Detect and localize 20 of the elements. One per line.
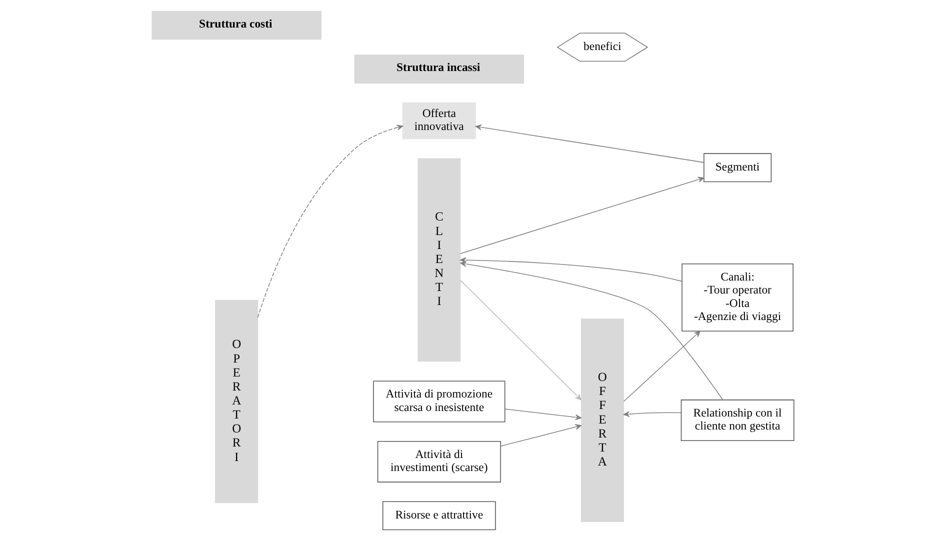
- node-box: Risorse e attrattive: [382, 501, 496, 530]
- node-box: Canali: -Tour operator -Olta -Agenzie di viaggi: [682, 263, 794, 332]
- arrow: [475, 124, 704, 163]
- node-box: Relationship con il cliente non gestita: [680, 400, 794, 441]
- node-box: Attività di investimenti (scarse): [377, 441, 501, 482]
- node-box: Struttura incassi: [354, 54, 524, 84]
- arrow: [460, 280, 582, 400]
- arrow: [257, 124, 404, 318]
- node-box: Segmenti: [704, 153, 772, 182]
- node-box: Offerta innovativa: [402, 102, 476, 140]
- node-box: C L I E N T I: [418, 158, 461, 362]
- arrow: [460, 176, 704, 254]
- node-box: O P E R A T O R I: [215, 300, 258, 504]
- node-box: Attività di promozione scarsa o inesistente: [373, 380, 506, 422]
- node-box: Struttura costi: [152, 10, 322, 40]
- arrow: [500, 424, 582, 447]
- arrow: [623, 330, 700, 402]
- node-box: O F F E R T A: [580, 318, 624, 522]
- arrow: [623, 411, 682, 417]
- arrow: [504, 408, 582, 420]
